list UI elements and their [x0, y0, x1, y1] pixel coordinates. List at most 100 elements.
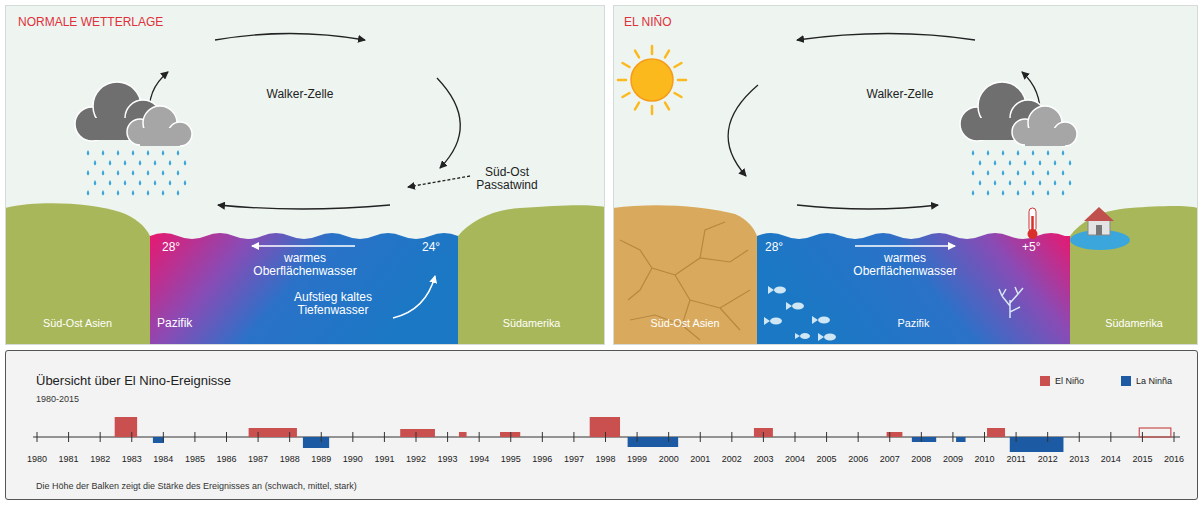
current-arrows [252, 246, 435, 318]
year-label: 1998 [595, 455, 615, 465]
walker-arrows [728, 34, 1040, 210]
wind-label: Süd-Ost Passatwind [465, 166, 549, 192]
year-label: 1983 [122, 455, 142, 465]
year-label: 1991 [374, 455, 394, 465]
year-label: 1992 [406, 455, 426, 465]
year-label: 1999 [627, 455, 647, 465]
axis-tick [605, 432, 606, 442]
axis-tick [100, 432, 101, 442]
chart-panel: Übersicht über El Nino-Ereignisse1980-20… [5, 350, 1198, 500]
flood-house [1070, 207, 1130, 250]
year-label: 2011 [1006, 455, 1025, 465]
event-bar [987, 428, 1005, 437]
cell-label: Walker-Zelle [867, 88, 934, 101]
year-label: 1997 [564, 455, 584, 465]
axis-tick [194, 432, 195, 442]
rain-cloud [75, 82, 192, 146]
event-bar [912, 437, 936, 442]
axis-tick [889, 432, 890, 442]
chart-text: Die Höhe der Balken zeigt die Stärke des… [36, 481, 357, 491]
year-label: 1995 [501, 455, 521, 465]
land [458, 205, 605, 345]
temperature: +5° [1022, 241, 1040, 254]
event-bar [887, 432, 903, 437]
axis-tick [795, 432, 796, 442]
sun-ray [678, 79, 686, 82]
land-region: Süd-Ost Asien [613, 236, 757, 345]
land-region: Südamerika [1070, 236, 1198, 345]
year-label: 2013 [1069, 455, 1089, 465]
year-label: 1988 [280, 455, 300, 465]
year-label: 2007 [880, 455, 900, 465]
chart-ground [5, 350, 1198, 500]
panel-title: EL NIÑO [624, 16, 672, 30]
axis-tick [258, 432, 259, 442]
region-label: Südamerika [458, 317, 605, 329]
axis-tick [542, 432, 543, 442]
sun-ray [675, 63, 682, 67]
rain [87, 150, 187, 196]
year-label: 2014 [1101, 455, 1121, 465]
event-bar [1139, 428, 1171, 437]
axis-tick [731, 432, 732, 442]
event-bar [1010, 437, 1064, 452]
sky [613, 5, 1198, 345]
legend-swatch [1040, 376, 1050, 386]
rain [972, 150, 1072, 196]
year-label: 2005 [817, 455, 837, 465]
temperature: 24° [422, 241, 440, 254]
land [1070, 206, 1198, 345]
axis-tick [384, 432, 385, 442]
year-label: 1986 [216, 455, 236, 465]
year-label: 2010 [974, 455, 994, 465]
sun-ray [651, 106, 654, 114]
axis-tick [447, 432, 448, 442]
axis-tick [668, 432, 669, 442]
current-label: warmes Oberflächenwasser [843, 252, 967, 278]
sun-ray [618, 79, 626, 82]
year-label: 2000 [659, 455, 679, 465]
sun [618, 46, 686, 114]
year-label: 1990 [343, 455, 363, 465]
year-label: 1982 [90, 455, 110, 465]
sun-ray [675, 93, 682, 97]
axis-tick [163, 432, 164, 442]
event-bar [500, 432, 520, 437]
year-label: 2004 [785, 455, 805, 465]
year-label: 2016 [1164, 455, 1184, 465]
thermometer [1028, 208, 1038, 239]
axis-tick [416, 432, 417, 442]
legend-text: El Niño [1055, 376, 1084, 386]
event-bar [628, 437, 679, 447]
axis-tick [1142, 432, 1143, 442]
axis-tick [700, 432, 701, 442]
temperature: 28° [765, 241, 783, 254]
year-label: 2006 [848, 455, 868, 465]
cell-label: Walker-Zelle [267, 88, 334, 101]
timeline [33, 417, 1180, 452]
panel-title: NORMALE WETTERLAGE [18, 16, 163, 30]
axis-tick [131, 432, 132, 442]
land [5, 203, 150, 345]
axis-tick [226, 432, 227, 442]
year-label: 1981 [59, 455, 79, 465]
year-label: 2001 [690, 455, 710, 465]
upwelling-label: Aufstieg kaltes Tiefenwasser [277, 291, 389, 317]
year-label: 2009 [943, 455, 963, 465]
axis-tick [921, 432, 922, 442]
ocean [757, 233, 1070, 345]
event-bar [115, 417, 137, 437]
region-label: Pazifik [757, 317, 1070, 329]
axis-tick [1047, 432, 1048, 442]
region-label: Südamerika [1070, 317, 1198, 329]
temperature: 28° [162, 241, 180, 254]
chart-text: Übersicht über El Nino-Ereignisse [36, 374, 231, 389]
year-label: 2002 [722, 455, 742, 465]
axis-tick [1016, 432, 1017, 442]
event-bar [153, 437, 164, 443]
dry-land [613, 205, 757, 345]
event-bar [459, 432, 467, 437]
year-label: 2012 [1038, 455, 1058, 465]
sun-ray [665, 51, 669, 58]
current-label: warmes Oberflächenwasser [243, 252, 367, 278]
